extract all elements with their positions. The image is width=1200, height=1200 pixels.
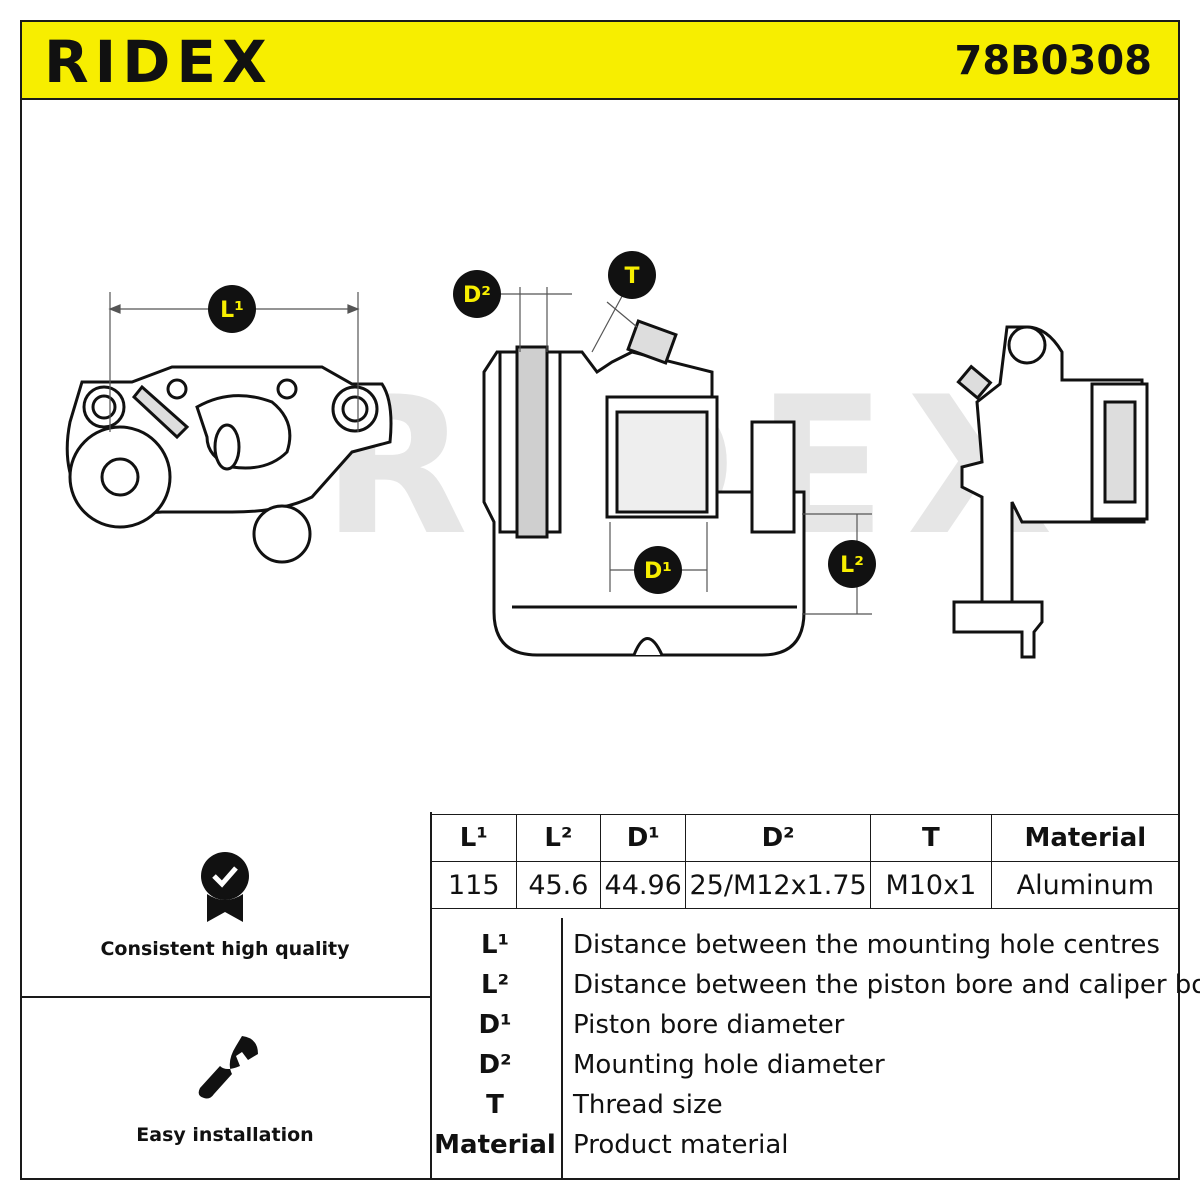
part-number: 78B0308 [954, 38, 1152, 84]
legend-table: L¹ Distance between the mounting hole ce… [431, 918, 1200, 1180]
quality-badge-icon [201, 852, 249, 922]
svg-text:D¹: D¹ [644, 559, 672, 584]
spec-value-cell: 44.96 [600, 861, 687, 909]
l1-badge: L¹ [208, 285, 256, 333]
legend-text: Mounting hole diameter [573, 1050, 885, 1080]
caliper-section-view [482, 319, 806, 657]
d2-dimension [497, 287, 572, 352]
legend-row: Material Product material [431, 1130, 1180, 1170]
section-divider [430, 812, 432, 1180]
svg-text:D²: D² [463, 283, 491, 308]
t-badge: T [608, 251, 656, 299]
spec-value-cell: 115 [431, 861, 517, 909]
t-dimension [591, 286, 638, 353]
legend-text: Distance between the piston bore and cal… [573, 970, 1200, 1000]
spec-value-cell: M10x1 [870, 861, 992, 909]
spec-value-cell: 45.6 [515, 861, 602, 909]
l2-badge: L² [828, 540, 876, 588]
svg-text:L¹: L¹ [220, 298, 244, 323]
spec-value-cell: Aluminum [990, 861, 1181, 909]
legend-text: Thread size [573, 1090, 723, 1120]
legend-row: D² Mounting hole diameter [431, 1050, 1180, 1090]
spec-header-cell: Material [990, 814, 1181, 862]
spec-header-cell: T [870, 814, 992, 862]
svg-text:T: T [624, 264, 639, 289]
legend-text: Distance between the mounting hole centr… [573, 930, 1160, 960]
spec-header-cell: L² [515, 814, 602, 862]
spec-header-cell: L¹ [431, 814, 517, 862]
legend-key: T [486, 1090, 504, 1120]
legend-key: L¹ [481, 930, 509, 960]
l1-dimension [108, 292, 360, 432]
header-bar: RIDEX 78B0308 [20, 20, 1180, 100]
d2-badge: D² [453, 270, 501, 318]
feature-quality: Consistent high quality [20, 812, 430, 996]
legend-key: D² [478, 1050, 512, 1080]
spec-header-cell: D¹ [600, 814, 687, 862]
feature-installation: Easy installation [20, 996, 430, 1180]
feature-label: Easy installation [136, 1124, 314, 1146]
technical-drawing: RIDEX L¹ [22, 102, 1178, 812]
spec-value-cell: 25/M12x1.75 [685, 861, 872, 909]
feature-label: Consistent high quality [100, 938, 350, 960]
legend-divider [561, 918, 563, 1180]
legend-key: L² [481, 970, 509, 1000]
caliper-drawing-svg: RIDEX L¹ [65, 251, 1149, 659]
d1-badge: D¹ [634, 546, 682, 594]
legend-row: D¹ Piston bore diameter [431, 1010, 1180, 1050]
svg-text:L²: L² [840, 553, 864, 578]
caliper-side-view [952, 325, 1149, 659]
legend-row: T Thread size [431, 1090, 1180, 1130]
legend-key: Material [434, 1130, 556, 1160]
legend-row: L² Distance between the piston bore and … [431, 970, 1200, 1010]
spec-header-cell: D² [685, 814, 872, 862]
legend-row: L¹ Distance between the mounting hole ce… [431, 930, 1180, 970]
brand-logo: RIDEX [44, 28, 273, 96]
spec-value-row: 115 45.6 44.96 25/M12x1.75 M10x1 Aluminu… [431, 861, 1181, 909]
wrench-icon [198, 1036, 258, 1099]
info-section: Consistent high quality Easy installatio… [20, 812, 1200, 1180]
spec-header-row: L¹ L² D¹ D² T Material [431, 814, 1181, 862]
spec-table: L¹ L² D¹ D² T Material 115 45.6 44.96 25… [431, 814, 1181, 909]
caliper-front-view [65, 365, 393, 564]
legend-text: Piston bore diameter [573, 1010, 845, 1040]
legend-key: D¹ [478, 1010, 512, 1040]
legend-text: Product material [573, 1130, 789, 1160]
